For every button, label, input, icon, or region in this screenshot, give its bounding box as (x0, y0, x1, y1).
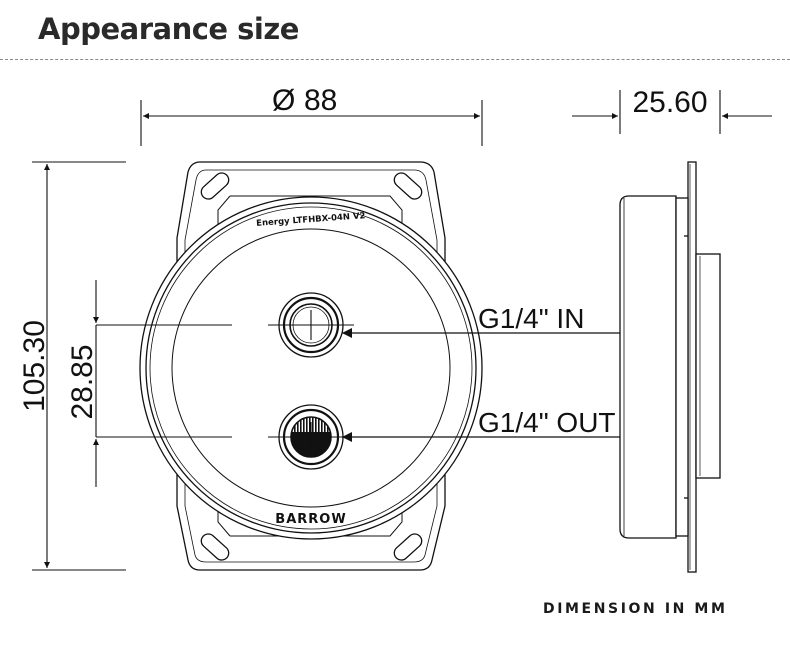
mounting-slot (393, 533, 423, 561)
mounting-slot (200, 172, 230, 200)
body-outer-ring (139, 196, 483, 540)
height-dimension (32, 161, 126, 571)
mounting-slot (393, 172, 423, 200)
title-divider (0, 59, 790, 60)
diameter-symbol: Ø (272, 84, 295, 117)
height-value: 105.30 (18, 320, 51, 412)
mounting-slot (200, 533, 230, 561)
port-spacing-value: 28.85 (66, 344, 99, 419)
diameter-value: 88 (304, 84, 337, 117)
brand-logo: BARROW (275, 512, 346, 527)
inlet-label: G1/4" IN (478, 303, 584, 334)
depth-value: 25.60 (632, 86, 707, 119)
crosshairs (96, 310, 354, 452)
side-bracket (687, 161, 697, 573)
page-title: Appearance size (38, 12, 299, 46)
side-view (619, 161, 721, 573)
outlet-label: G1/4" OUT (478, 407, 616, 438)
units-note: DIMENSION IN MM (543, 601, 728, 617)
side-body (619, 195, 677, 539)
port-leaders (342, 328, 620, 442)
front-view (139, 161, 483, 571)
diameter-dimension (140, 100, 483, 146)
mounting-bracket (155, 161, 467, 571)
depth-dimension (572, 90, 772, 134)
side-cold-plate (695, 253, 721, 479)
